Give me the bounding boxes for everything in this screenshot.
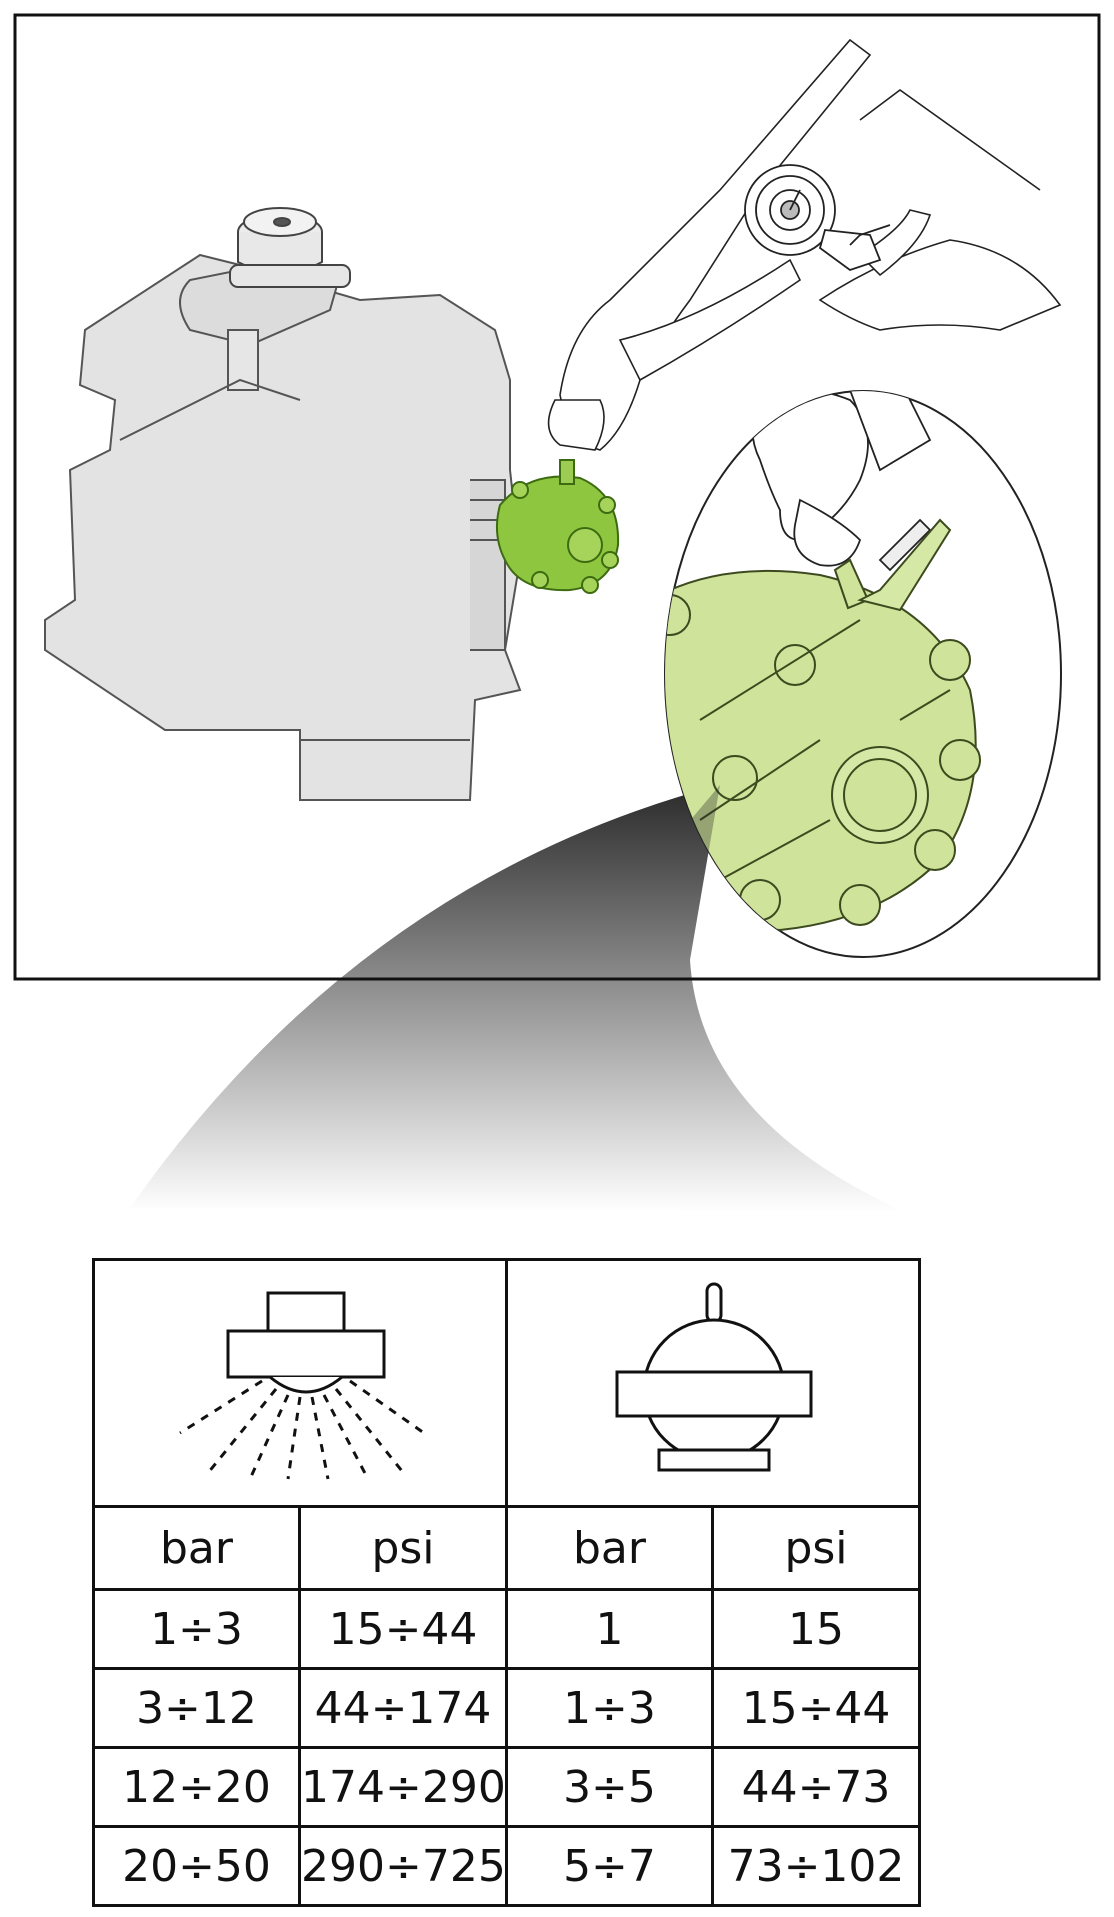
table-row: 12÷20 174÷290 3÷5 44÷73 xyxy=(92,1746,921,1828)
table-row: 20÷50 290÷725 5÷7 73÷102 xyxy=(92,1825,921,1907)
table-row: 3÷12 44÷174 1÷3 15÷44 xyxy=(92,1667,921,1749)
header-bar-accumulator: bar xyxy=(505,1505,714,1591)
spray-nozzle-cell xyxy=(92,1258,508,1508)
maintenance-illustration xyxy=(13,13,1101,1212)
table-cell: 44÷174 xyxy=(298,1667,508,1749)
pressure-gauge-icon xyxy=(744,164,891,272)
engine-silhouette xyxy=(44,253,522,801)
table-cell: 3÷5 xyxy=(505,1746,714,1828)
table-cell: 1 xyxy=(505,1588,714,1670)
table-cell: 20÷50 xyxy=(92,1825,301,1907)
magnifier-beam xyxy=(130,785,905,1212)
table-icon-row xyxy=(92,1258,921,1508)
pressure-accumulator-cell xyxy=(505,1258,921,1508)
hand-icon xyxy=(547,38,1062,451)
header-psi-accumulator: psi xyxy=(711,1505,921,1591)
table-cell: 290÷725 xyxy=(298,1825,508,1907)
header-bar-nozzle: bar xyxy=(92,1505,301,1591)
header-psi-nozzle: psi xyxy=(298,1505,508,1591)
table-cell: 1÷3 xyxy=(505,1667,714,1749)
air-pump-large xyxy=(665,518,981,932)
table-cell: 15 xyxy=(711,1588,921,1670)
table-cell: 12÷20 xyxy=(92,1746,301,1828)
table-header-row: bar psi bar psi xyxy=(92,1505,921,1591)
pressure-table: bar psi bar psi 1÷3 15÷44 1 15 3÷12 44÷1… xyxy=(92,1258,921,1907)
air-pump-small xyxy=(495,459,620,594)
table-cell: 174÷290 xyxy=(298,1746,508,1828)
hand-icon xyxy=(751,391,932,572)
table-row: 1÷3 15÷44 1 15 xyxy=(92,1588,921,1670)
air-filter xyxy=(229,207,351,288)
illustration-frame xyxy=(13,13,1101,981)
table-cell: 5÷7 xyxy=(505,1825,714,1907)
table-cell: 73÷102 xyxy=(711,1825,921,1907)
table-cell: 15÷44 xyxy=(711,1667,921,1749)
pressure-accumulator-icon xyxy=(615,1282,813,1472)
table-cell: 3÷12 xyxy=(92,1667,301,1749)
table-cell: 15÷44 xyxy=(298,1588,508,1670)
spray-nozzle-icon xyxy=(179,1291,425,1480)
table-cell: 44÷73 xyxy=(711,1746,921,1828)
table-cell: 1÷3 xyxy=(92,1588,301,1670)
